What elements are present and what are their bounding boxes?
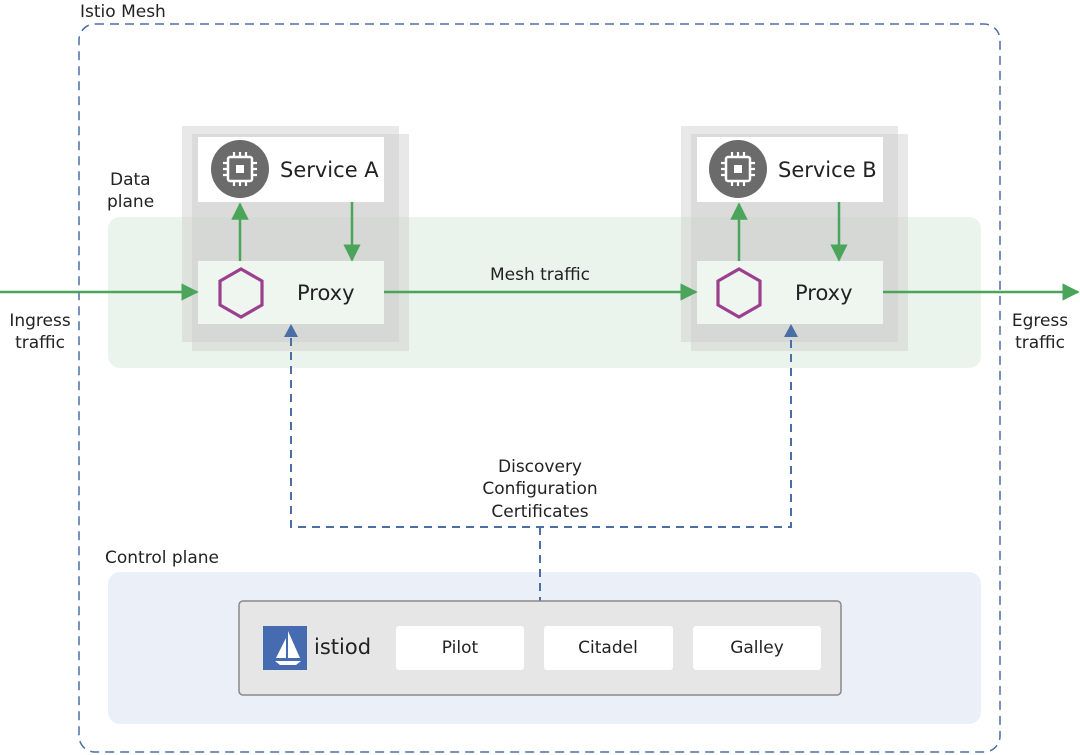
- proxy-a-label: Proxy: [297, 281, 355, 305]
- hexagon-icon: [218, 267, 264, 319]
- service-a-name: Service A: [280, 158, 379, 182]
- control-plane-label: Control plane: [105, 548, 219, 568]
- config-arrowhead-b: [784, 324, 798, 337]
- component-galley[interactable]: [693, 626, 821, 670]
- data-plane-label-line1: Data: [110, 170, 151, 190]
- data-plane-label-line2: plane: [107, 192, 154, 212]
- mesh-title: Istio Mesh: [80, 2, 166, 22]
- component-galley-label: Galley: [730, 638, 784, 658]
- cpu-chip-icon: [709, 140, 767, 198]
- proxy-b-box[interactable]: [697, 261, 883, 324]
- egress-label-line2: traffic: [1015, 333, 1065, 353]
- ingress-label-line2: traffic: [15, 333, 65, 353]
- service-b-name: Service B: [778, 158, 877, 182]
- component-citadel-label: Citadel: [578, 638, 638, 658]
- mesh-traffic-label: Mesh traffic: [490, 265, 590, 285]
- component-citadel[interactable]: [544, 626, 673, 670]
- component-pilot[interactable]: [396, 626, 524, 670]
- component-pilot-label: Pilot: [442, 638, 479, 658]
- service-a-pod: Service A Proxy: [182, 126, 409, 351]
- service-b-pod: Service B Proxy: [681, 126, 908, 351]
- istiod-box[interactable]: istiod Pilot Citadel Galley: [238, 600, 842, 696]
- istiod-name: istiod: [314, 635, 371, 659]
- mesh-boundary: [78, 23, 1001, 753]
- istio-sail-icon: [263, 626, 307, 670]
- hexagon-icon: [716, 267, 762, 319]
- proxy-b-label: Proxy: [795, 281, 853, 305]
- config-arrowhead-a: [284, 324, 298, 337]
- proxy-a-box[interactable]: [198, 261, 384, 324]
- ingress-label-line1: Ingress: [9, 311, 71, 331]
- config-label-line2: Configuration: [482, 479, 597, 499]
- config-label-line1: Discovery: [498, 457, 582, 477]
- egress-label-line1: Egress: [1012, 311, 1068, 331]
- config-label-line3: Certificates: [491, 502, 588, 522]
- cpu-chip-icon: [211, 140, 269, 198]
